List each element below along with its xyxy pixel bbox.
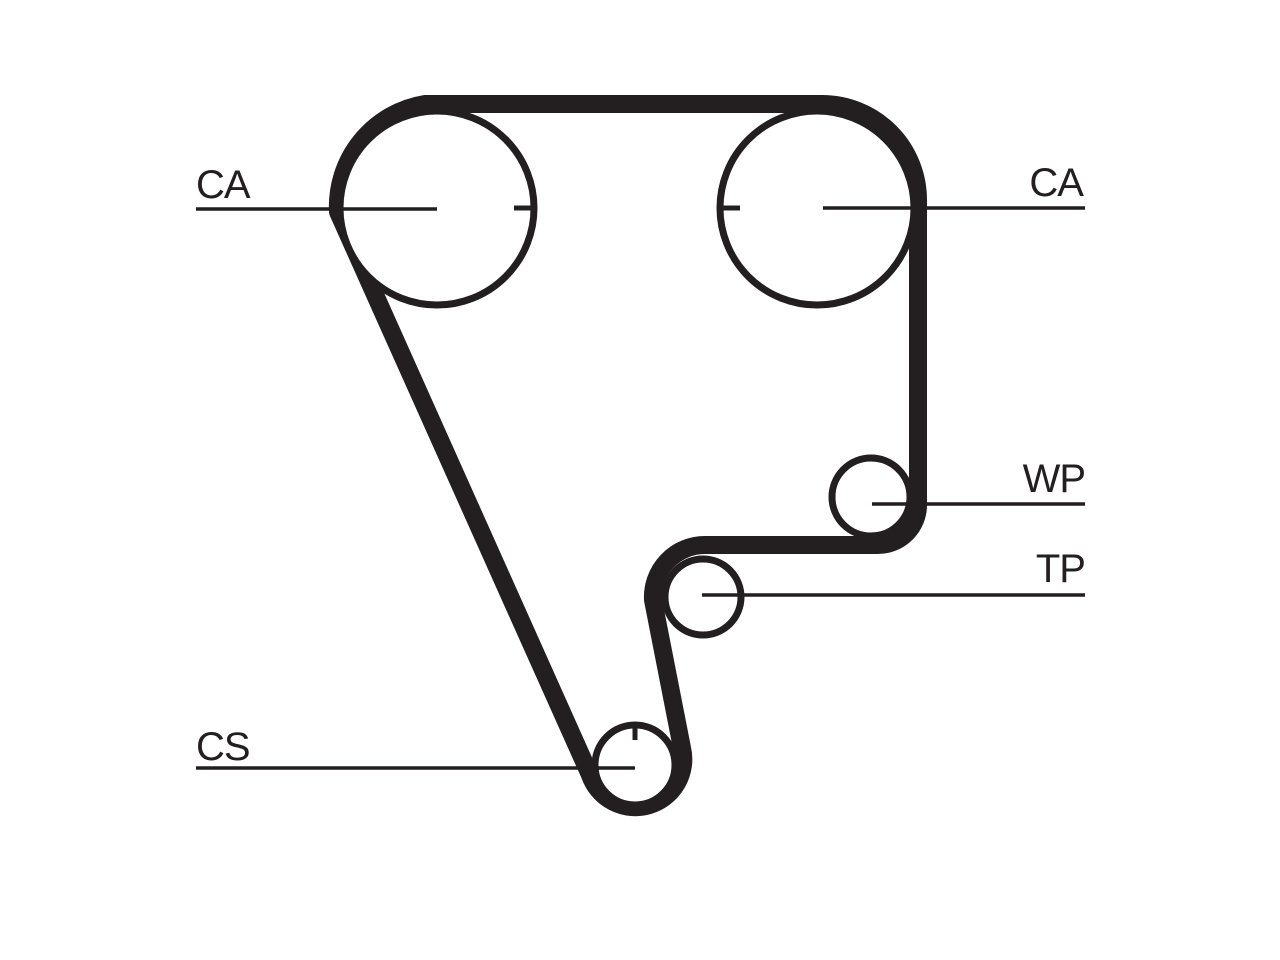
- water-pump-pulley: [828, 454, 914, 540]
- label-crankshaft: CS: [196, 725, 250, 769]
- tensioner-pulley: [661, 555, 745, 639]
- label-tensioner: TP: [1036, 547, 1085, 591]
- label-camshaft-left: CA: [196, 163, 251, 207]
- crankshaft-pulley: [591, 721, 679, 809]
- label-water-pump: WP: [1023, 457, 1085, 501]
- label-camshaft-right: CA: [1029, 161, 1084, 205]
